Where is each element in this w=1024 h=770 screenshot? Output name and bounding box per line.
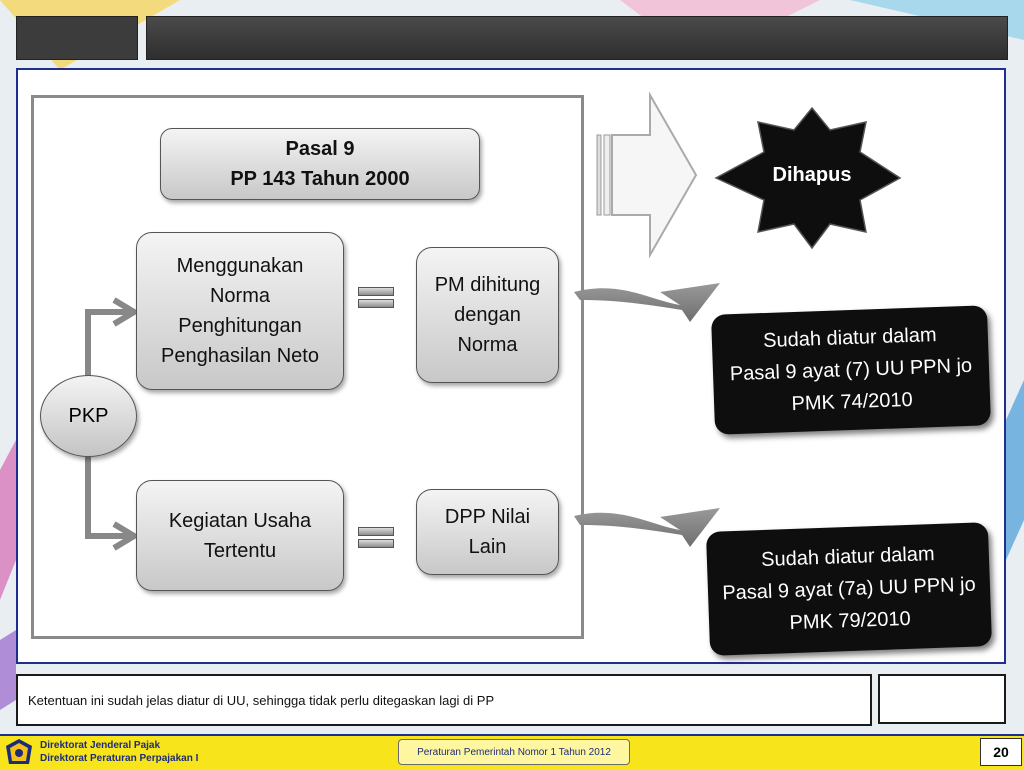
result-top-box: PM dihitung dengan Norma — [416, 247, 559, 383]
result-bottom-box: DPP Nilai Lain — [416, 489, 559, 575]
title-bar-left — [16, 16, 138, 60]
arrowhead-top-branch — [112, 297, 140, 327]
pkp-label: PKP — [68, 404, 109, 427]
note-box: Ketentuan ini sudah jelas diatur di UU, … — [16, 674, 872, 726]
equals-icon — [358, 287, 394, 311]
branch-top-label: Menggunakan Norma Penghitungan Penghasil… — [161, 255, 319, 367]
page-number: 20 — [980, 738, 1022, 766]
starburst-shape — [714, 106, 902, 250]
curved-arrow-bottom — [574, 508, 720, 547]
block-arrow-icon — [596, 91, 698, 259]
organization-line1: Direktorat Jenderal Pajak — [40, 740, 161, 751]
connector-to-bottom-branch — [85, 456, 128, 539]
result-top-label: PM dihitung dengan Norma — [434, 274, 541, 356]
removed-label: Dihapus — [772, 164, 852, 186]
note-side-box — [878, 674, 1006, 724]
note-text: Ketentuan ini sudah jelas diatur di UU, … — [28, 692, 495, 708]
ministry-logo-icon — [6, 739, 32, 764]
source-regulation-box: Pasal 9 PP 143 Tahun 2000 — [160, 128, 480, 200]
organization-name: Direktorat Jenderal Pajak Direktorat Per… — [40, 739, 198, 765]
outcome-bottom-box: Sudah diatur dalam Pasal 9 ayat (7a) UU … — [705, 522, 993, 656]
curved-arrow-top — [574, 283, 720, 322]
regulation-label: Peraturan Pemerintah Nomor 1 Tahun 2012 — [398, 739, 630, 765]
branch-bottom-box: Kegiatan Usaha Tertentu — [136, 480, 344, 591]
branch-top-box: Menggunakan Norma Penghitungan Penghasil… — [136, 232, 344, 390]
pkp-node: PKP — [40, 375, 137, 457]
page-number-text: 20 — [993, 744, 1009, 760]
branch-bottom-label: Kegiatan Usaha Tertentu — [168, 509, 312, 562]
result-bottom-label: DPP Nilai Lain — [444, 506, 531, 558]
connector-to-top-branch — [85, 309, 128, 376]
title-bar-right — [146, 16, 1008, 60]
source-regulation-line2: PP 143 Tahun 2000 — [230, 168, 410, 190]
source-regulation-line1: Pasal 9 — [285, 138, 355, 160]
outcome-top-box: Sudah diatur dalam Pasal 9 ayat (7) UU P… — [710, 305, 992, 435]
regulation-text: Peraturan Pemerintah Nomor 1 Tahun 2012 — [417, 746, 611, 758]
equals-icon — [358, 527, 394, 551]
organization-line2: Direktorat Peraturan Perpajakan I — [40, 753, 199, 764]
arrowhead-bottom-branch — [112, 521, 140, 551]
